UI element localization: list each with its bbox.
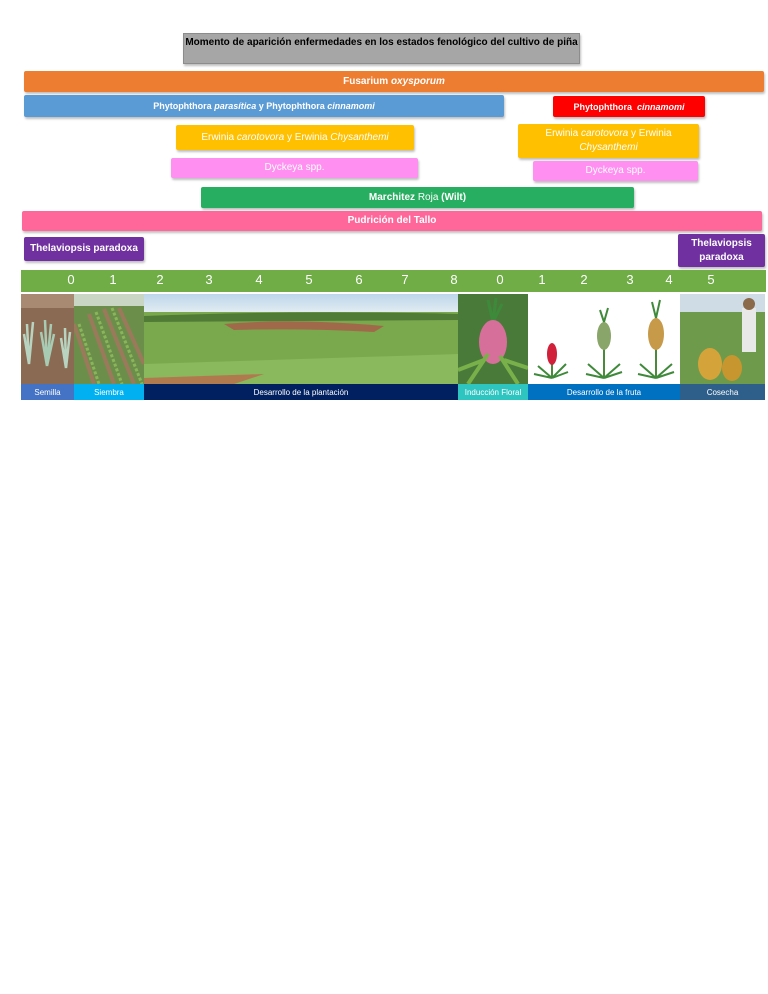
stage-cosecha: Cosecha bbox=[680, 384, 765, 400]
timeline-tick: 6 bbox=[355, 272, 363, 287]
erwinia-species: carotovora bbox=[580, 128, 629, 139]
stage-desarrollo-fruta: Desarrollo de la fruta bbox=[528, 384, 680, 400]
timeline-tick: 4 bbox=[255, 272, 263, 287]
harvest-photo bbox=[680, 294, 765, 384]
marchitez-label-wilt: (Wilt) bbox=[441, 191, 467, 203]
stage-siembra: Siembra bbox=[74, 384, 144, 400]
timeline-tick: 5 bbox=[707, 272, 715, 287]
connector: y bbox=[286, 131, 292, 143]
timeline-tick: 1 bbox=[109, 272, 117, 287]
timeline-tick: 7 bbox=[401, 272, 409, 287]
erwinia-species: carotovora bbox=[236, 131, 285, 143]
phytophthora-species: cinnamomi bbox=[327, 101, 375, 111]
timeline-tick: 2 bbox=[580, 272, 588, 287]
erwinia-genus: Erwinia bbox=[294, 131, 328, 143]
connector: y bbox=[631, 128, 637, 139]
fruit-development-photo bbox=[528, 294, 680, 384]
timeline-tick: 4 bbox=[665, 272, 673, 287]
page-title: Momento de aparición enfermedades en los… bbox=[183, 33, 580, 64]
thelaviopsis-bar: Thelaviopsis paradoxa bbox=[24, 237, 144, 261]
phytophthora-genus: Phytophthora bbox=[153, 101, 212, 111]
pudricion-bar: Pudrición del Tallo bbox=[22, 211, 762, 231]
phytophthora-genus: Phytophthora bbox=[266, 101, 325, 111]
stage-induccion-floral: Inducción Floral bbox=[458, 384, 528, 400]
erwinia-genus: Erwinia bbox=[638, 128, 672, 139]
erwinia-species: Chysanthemi bbox=[579, 142, 638, 153]
timeline-tick: 5 bbox=[305, 272, 313, 287]
fusarium-genus: Fusarium bbox=[343, 75, 389, 87]
stage-semilla: Semilla bbox=[21, 384, 74, 400]
timeline-tick: 3 bbox=[205, 272, 213, 287]
erwinia-genus: Erwinia bbox=[201, 131, 235, 143]
phytophthora-cinnamomi-bar: Phytophthora cinnamomi bbox=[553, 96, 705, 117]
timeline-tick: 8 bbox=[450, 272, 458, 287]
phytophthora-species: cinnamomi bbox=[637, 101, 685, 112]
plantation-photo bbox=[144, 294, 458, 384]
marchitez-label-roja: Roja bbox=[417, 191, 439, 203]
connector: y bbox=[258, 101, 264, 111]
timeline-tick: 0 bbox=[67, 272, 75, 287]
fusarium-bar: Fusarium oxysporum bbox=[24, 71, 764, 92]
fusarium-species: oxysporum bbox=[390, 75, 445, 87]
erwinia-species: Chysanthemi bbox=[330, 131, 389, 143]
stage-desarrollo-plantacion: Desarrollo de la plantación bbox=[144, 384, 458, 400]
dyckeya-bar-2: Dyckeya spp. bbox=[533, 161, 698, 181]
erwinia-genus: Erwinia bbox=[545, 128, 579, 139]
phytophthora-bar: Phytophthora parasítica y Phytophthora c… bbox=[24, 95, 504, 117]
flowering-photo bbox=[458, 294, 528, 384]
erwinia-bar: Erwinia carotovora y Erwinia Chysanthemi bbox=[176, 125, 414, 150]
planting-photo bbox=[74, 294, 144, 384]
timeline-tick: 0 bbox=[496, 272, 504, 287]
dyckeya-bar: Dyckeya spp. bbox=[171, 158, 418, 178]
seed-photo bbox=[21, 294, 74, 384]
thelaviopsis-bar-2: Thelaviopsis paradoxa bbox=[678, 234, 765, 267]
phytophthora-genus: Phytophthora bbox=[573, 101, 632, 112]
timeline-tick: 2 bbox=[156, 272, 164, 287]
marchitez-label: Marchitez bbox=[368, 191, 416, 203]
timeline-tick: 1 bbox=[538, 272, 546, 287]
timeline-scale: 0 1 2 3 4 5 6 7 8 0 1 2 3 4 5 bbox=[21, 270, 766, 292]
phytophthora-species: parasítica bbox=[214, 101, 257, 111]
timeline-tick: 3 bbox=[626, 272, 634, 287]
marchitez-bar: Marchitez Roja (Wilt) bbox=[201, 187, 634, 208]
